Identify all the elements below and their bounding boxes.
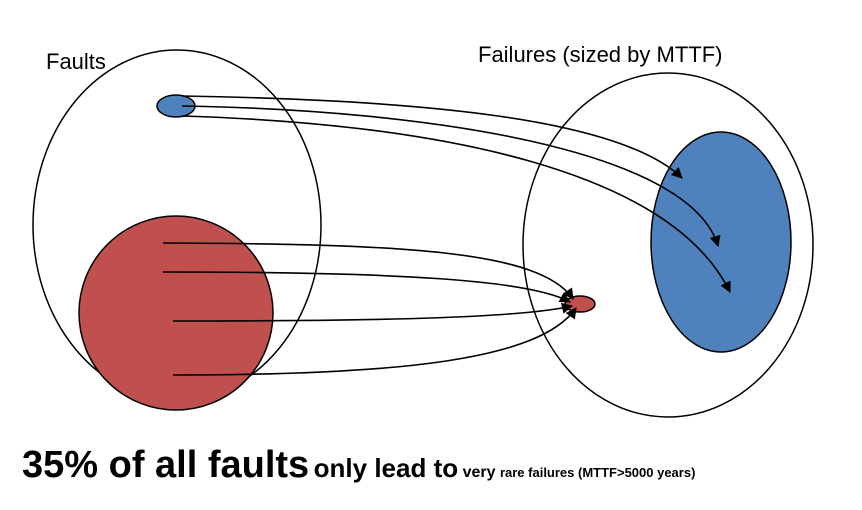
caption-part-4: rare failures (MTTF>5000 years) [499,465,696,480]
caption-part-1: 35% of all faults [22,444,310,486]
failures-set-ellipse [522,72,814,418]
blue-failure-group [650,131,792,353]
blue-arrows [181,95,731,294]
caption: 35% of all faults only lead to very rare… [22,446,695,484]
red-arrow-3 [172,302,574,322]
red-arrow-2 [162,271,571,303]
blue-arrow-2 [181,105,721,248]
red-failure-group [564,295,596,313]
red-arrow-1 [162,242,574,300]
red-fault-group [78,215,274,411]
blue-arrow-3 [181,115,731,294]
caption-part-2: only lead to [313,453,459,483]
caption-part-3: very [462,464,500,481]
failures-label: Failures (sized by MTTF) [478,42,723,67]
red-arrow-4 [172,307,577,376]
red-arrows [162,242,577,376]
faults-label: Faults [46,49,106,74]
blue-arrow-1 [181,95,683,179]
